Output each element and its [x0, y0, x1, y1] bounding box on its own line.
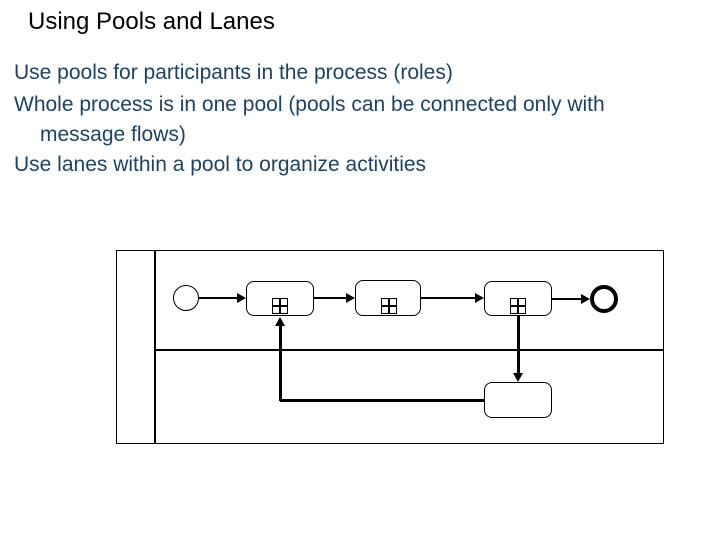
lane-divider: [155, 349, 664, 351]
pool-label-band-divider: [154, 250, 156, 444]
task-lane2: [484, 382, 552, 418]
flow-start-task1: [199, 297, 238, 299]
arrowhead-icon: [475, 293, 484, 303]
slide-title: Using Pools and Lanes: [28, 8, 275, 35]
subprocess-plus-icon: [381, 298, 397, 314]
flow-task3-end: [552, 298, 581, 300]
start-event-icon: [173, 285, 199, 311]
bullet-line-2: Whole process is in one pool (pools can …: [14, 93, 605, 116]
end-event-icon: [590, 285, 618, 313]
flow-task2-task3: [421, 297, 475, 299]
arrowhead-icon: [237, 293, 246, 303]
bullet-line-3: Use lanes within a pool to organize acti…: [14, 153, 427, 176]
bullet-line-1: Use pools for participants in the proces…: [14, 61, 453, 84]
flow-task1-task2: [314, 297, 347, 299]
arrowhead-icon: [513, 373, 523, 382]
subprocess-plus-icon: [510, 298, 526, 314]
arrowhead-icon: [275, 317, 285, 326]
bullet-line-2-wrap: message flows): [40, 123, 186, 146]
arrowhead-icon: [346, 293, 355, 303]
arrowhead-icon: [581, 294, 590, 304]
flow-task4-task1-horizontal: [280, 399, 484, 402]
subprocess-plus-icon: [272, 298, 288, 314]
flow-task4-task1-vertical: [278, 326, 282, 401]
flow-task3-task4: [516, 316, 520, 373]
